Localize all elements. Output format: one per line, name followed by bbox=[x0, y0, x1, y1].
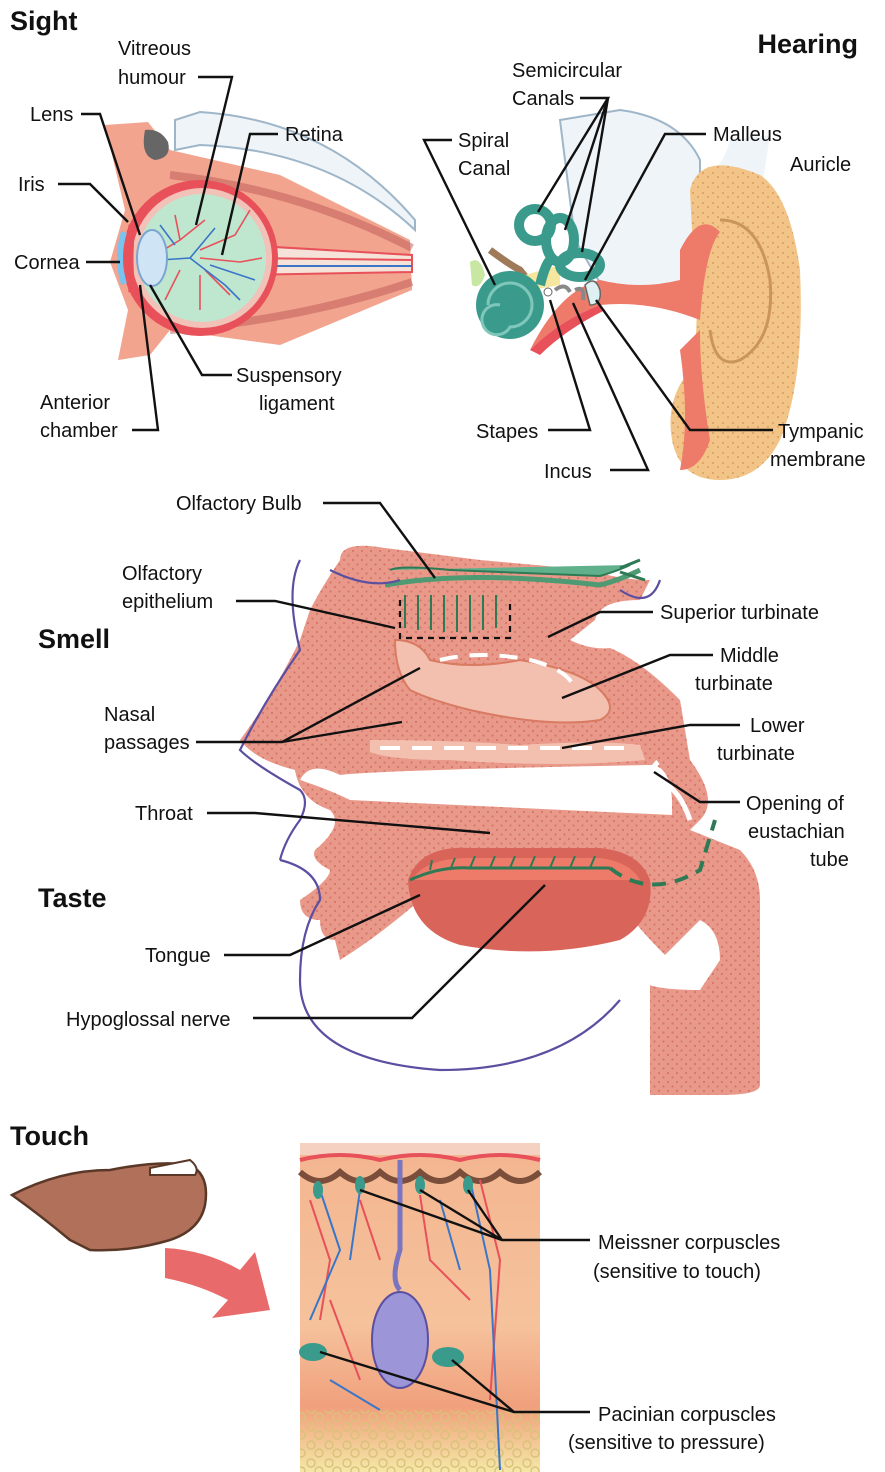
label-retina: Retina bbox=[285, 124, 344, 146]
label-eustachian-tube-1: Opening of bbox=[746, 793, 844, 815]
label-middle-turbinate-2: turbinate bbox=[695, 673, 773, 695]
label-auricle: Auricle bbox=[790, 154, 851, 176]
label-incus: Incus bbox=[544, 461, 592, 483]
label-suspensory-ligament-2: ligament bbox=[259, 393, 335, 415]
label-tympanic-membrane-1: Tympanic bbox=[778, 421, 864, 443]
label-vitreous-humour-1: Vitreous bbox=[118, 38, 191, 60]
label-suspensory-ligament-1: Suspensory bbox=[236, 365, 342, 387]
label-olfactory-epithelium-2: epithelium bbox=[122, 591, 213, 613]
label-eustachian-tube-3: tube bbox=[810, 849, 849, 871]
label-meissner-corpuscles-1: Meissner corpuscles bbox=[598, 1232, 780, 1254]
label-semicircular-canals-2: Canals bbox=[512, 88, 574, 110]
head-illustration bbox=[238, 545, 760, 1095]
label-lens: Lens bbox=[30, 104, 73, 126]
heading-taste: Taste bbox=[38, 883, 107, 913]
label-vitreous-humour-2: humour bbox=[118, 67, 186, 89]
label-middle-turbinate-1: Middle bbox=[720, 645, 779, 667]
label-tongue: Tongue bbox=[145, 945, 211, 967]
label-throat: Throat bbox=[135, 803, 193, 825]
label-anterior-chamber-2: chamber bbox=[40, 420, 118, 442]
label-iris: Iris bbox=[18, 174, 45, 196]
label-spiral-canal-1: Spiral bbox=[458, 130, 509, 152]
label-olfactory-bulb: Olfactory Bulb bbox=[176, 493, 302, 515]
label-cornea: Cornea bbox=[14, 252, 80, 274]
label-malleus: Malleus bbox=[713, 124, 782, 146]
label-lower-turbinate-1: Lower bbox=[750, 715, 805, 737]
skin-cross-section bbox=[297, 1143, 543, 1472]
eye-illustration bbox=[105, 110, 416, 360]
label-stapes: Stapes bbox=[476, 421, 538, 443]
label-pacinian-corpuscles-2: (sensitive to pressure) bbox=[568, 1432, 765, 1454]
label-spiral-canal-2: Canal bbox=[458, 158, 510, 180]
label-anterior-chamber-1: Anterior bbox=[40, 392, 110, 414]
label-nasal-passages-2: passages bbox=[104, 732, 190, 754]
heading-touch: Touch bbox=[10, 1121, 89, 1151]
label-lower-turbinate-2: turbinate bbox=[717, 743, 795, 765]
label-superior-turbinate: Superior turbinate bbox=[660, 602, 819, 624]
label-olfactory-epithelium-1: Olfactory bbox=[122, 563, 202, 585]
finger-illustration bbox=[9, 1158, 270, 1318]
ear-illustration bbox=[470, 108, 801, 480]
heading-smell: Smell bbox=[38, 624, 110, 654]
label-eustachian-tube-2: eustachian bbox=[748, 821, 845, 843]
label-hypoglossal-nerve: Hypoglossal nerve bbox=[66, 1009, 231, 1031]
heading-hearing: Hearing bbox=[757, 29, 858, 59]
heading-sight: Sight bbox=[10, 6, 78, 36]
label-tympanic-membrane-2: membrane bbox=[770, 449, 866, 471]
label-semicircular-canals-1: Semicircular bbox=[512, 60, 622, 82]
label-pacinian-corpuscles-1: Pacinian corpuscles bbox=[598, 1404, 776, 1426]
leader-lines bbox=[58, 75, 773, 1414]
label-meissner-corpuscles-2: (sensitive to touch) bbox=[593, 1261, 761, 1283]
label-nasal-passages-1: Nasal bbox=[104, 704, 155, 726]
